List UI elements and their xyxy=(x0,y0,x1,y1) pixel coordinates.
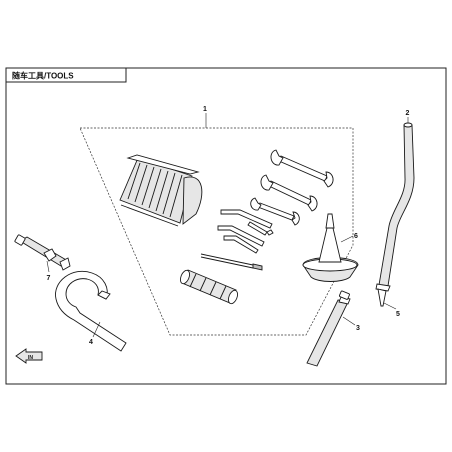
open-end-wrench-1 xyxy=(270,149,334,188)
callout-5: 5 xyxy=(396,311,400,318)
leader-6 xyxy=(340,235,354,243)
hook-spanner xyxy=(55,271,127,352)
callout-4: 4 xyxy=(89,339,93,346)
diagram-frame xyxy=(5,67,447,385)
tool-kit-group-outline xyxy=(79,127,354,336)
leader-5 xyxy=(383,302,397,310)
badge-label: IN xyxy=(28,355,33,361)
leader-7 xyxy=(46,260,50,273)
bent-rod xyxy=(378,122,415,287)
spark-plug-socket xyxy=(306,290,351,367)
callout-1: 1 xyxy=(203,106,207,113)
socket-tool xyxy=(14,234,71,271)
hex-key-small xyxy=(217,225,265,247)
screwdriver-blade xyxy=(200,253,263,271)
hex-key-large xyxy=(220,209,273,229)
title-box xyxy=(5,67,127,83)
page-title: 随车工具/TOOLS xyxy=(12,71,74,81)
callout-2: 2 xyxy=(406,110,410,117)
callout-3: 3 xyxy=(356,325,360,332)
funnel xyxy=(302,213,359,282)
leader-3 xyxy=(342,316,356,326)
open-end-wrench-3 xyxy=(250,197,300,226)
leader-4 xyxy=(92,321,101,338)
hex-key-medium xyxy=(247,221,274,236)
hex-key-tiny xyxy=(223,235,259,254)
direction-badge: IN xyxy=(15,348,43,364)
callout-6: 6 xyxy=(354,233,358,240)
tool-roll xyxy=(119,154,203,227)
open-end-wrench-2 xyxy=(260,174,318,212)
callout-7: 7 xyxy=(47,275,51,282)
screwdriver-handle xyxy=(180,269,238,305)
rod-tip xyxy=(375,283,391,307)
